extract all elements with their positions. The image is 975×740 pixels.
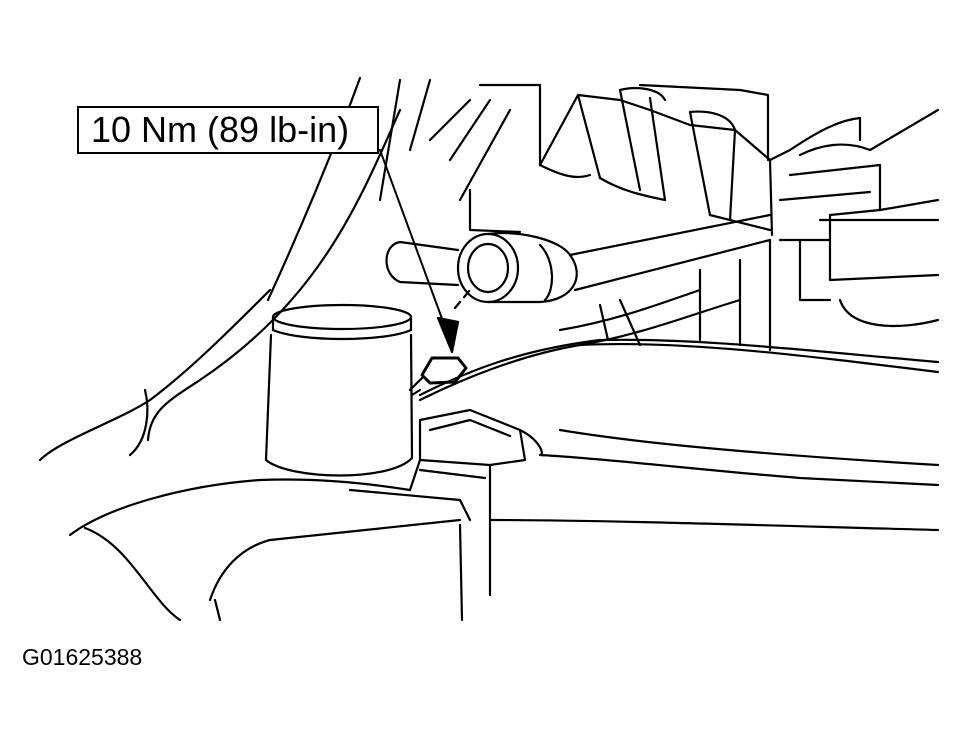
upper-tube <box>568 213 772 257</box>
reservoir-cylinder <box>264 303 414 477</box>
figure-id-label: G01625388 <box>22 644 143 670</box>
left-contour-inner <box>146 108 402 442</box>
torque-spec-callout: 10 Nm (89 lb-in) <box>77 106 379 154</box>
lower-left-curve <box>68 478 412 537</box>
segmented-hose <box>538 86 774 237</box>
callout-leader <box>379 149 449 336</box>
left-housing-outline <box>38 288 272 462</box>
retaining-bolt <box>408 356 468 397</box>
mounting-arm <box>538 453 940 487</box>
support-bracket <box>408 458 492 597</box>
hose-coupler <box>456 232 578 304</box>
